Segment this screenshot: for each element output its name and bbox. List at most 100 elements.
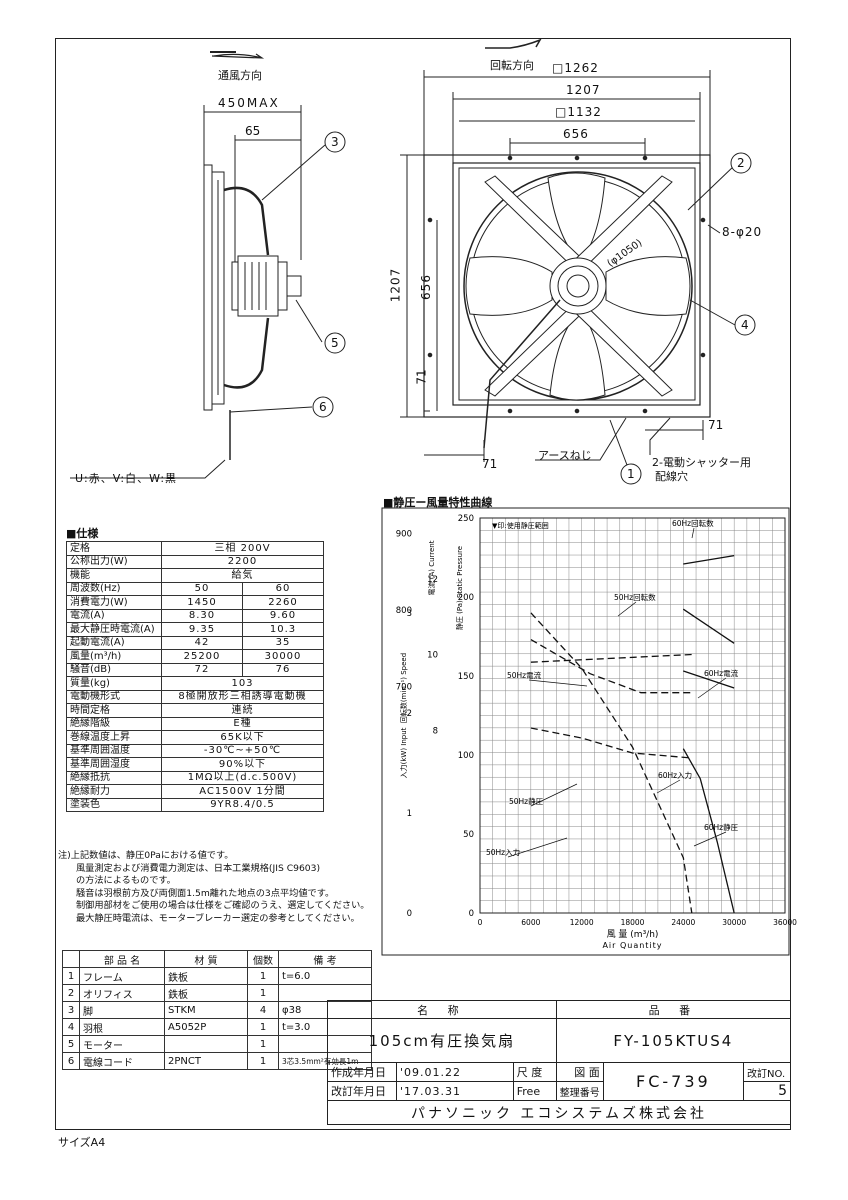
y-tick-label: 900 (396, 529, 412, 539)
spec-notes: 注)上記数値は、静圧0Paにおける値です。 風量測定および消費電力測定は、日本工… (58, 850, 369, 925)
dim-holes: 8-φ20 (722, 225, 763, 239)
parts-name: オリフィス (79, 984, 165, 1002)
drawing-label: 図 面 (555, 1062, 604, 1082)
callout-3: 3 (331, 135, 339, 149)
dim-71-left: 71 (414, 369, 429, 385)
y-tick-label: 2 (407, 709, 412, 719)
spec-value-50hz: 8.30 (161, 608, 243, 623)
company-name: パナソニック エコシステムズ株式会社 (327, 1100, 791, 1125)
dim-65: 65 (245, 124, 261, 138)
series-label: 60Hz回転数 (672, 518, 714, 528)
revised-label: 改訂年月日 (327, 1081, 397, 1101)
note-line: 制御用部材をご使用の場合は仕様をご確認のうえ、選定してください。 (76, 900, 370, 911)
spec-key: 騒音(dB) (66, 662, 162, 677)
dim-1262: □1262 (552, 61, 599, 75)
callout-1: 1 (627, 467, 635, 481)
spec-key: 最大静圧時電流(A) (66, 622, 162, 637)
series-leader (507, 837, 568, 858)
spec-value-60hz: 10.3 (242, 622, 324, 637)
series-line (530, 638, 692, 694)
x-tick-label: 6000 (521, 918, 540, 927)
title-block: 名 称 品 番 105cm有圧換気扇 FY-105KTUS4 作成年月日 '09… (327, 1000, 792, 1125)
dim-450max: 450MAX (218, 96, 280, 110)
spec-key: 電流(A) (66, 608, 162, 623)
dim-1132: □1132 (555, 105, 602, 119)
spec-value: 連続 (161, 703, 324, 718)
parts-no: 2 (62, 984, 80, 1002)
name-label: 名 称 (327, 1000, 557, 1019)
spec-value: E種 (161, 716, 324, 731)
parts-no: 1 (62, 967, 80, 985)
y-axis-label: 静圧 (Pa) Static Pressure (455, 546, 464, 630)
parts-header-no (62, 950, 80, 968)
y-axis-label: 回転数(min⁻¹) Speed (399, 653, 408, 723)
y-axis-label: 入力(kW) Input (399, 727, 408, 778)
series-leader (697, 677, 727, 699)
spec-key: 定格 (66, 541, 162, 556)
parts-name: 脚 (79, 1001, 165, 1019)
parts-note: t=6.0 (278, 967, 372, 985)
y-tick-label: 0 (469, 909, 474, 919)
x-tick-label: 24000 (671, 918, 695, 927)
callout-6: 6 (319, 400, 327, 414)
spec-value-50hz: 50 (161, 581, 243, 596)
parts-note (278, 984, 372, 1002)
series-leader (530, 783, 578, 807)
rev-number: 5 (743, 1081, 791, 1101)
spec-key: 公称出力(W) (66, 554, 162, 569)
spec-value: -30℃~+50℃ (161, 743, 324, 758)
parts-name: 羽根 (79, 1018, 165, 1036)
range-note: ▼印:使用静圧範囲 (492, 521, 549, 530)
spec-key: 風量(m³/h) (66, 649, 162, 664)
spec-heading: ■仕様 (66, 527, 99, 540)
callout-2: 2 (737, 156, 745, 170)
parts-header: 備 考 (278, 950, 372, 968)
spec-value-50hz: 25200 (161, 649, 243, 664)
parts-qty: 4 (247, 1001, 279, 1019)
parts-qty: 1 (247, 1035, 279, 1053)
chart-border (381, 507, 790, 956)
spec-value: 三相 200V (161, 541, 324, 556)
y-tick-label: 200 (458, 593, 474, 603)
callout-5: 5 (331, 336, 339, 350)
series-label: 60Hz入力 (658, 770, 692, 780)
parts-header: 材 質 (164, 950, 248, 968)
series-leader (617, 601, 637, 617)
code-label: 品 番 (555, 1000, 792, 1019)
scale-label: 尺 度 (512, 1062, 557, 1082)
series-line (530, 612, 693, 914)
spec-value-60hz: 9.60 (242, 608, 324, 623)
series-label: 50Hz電流 (507, 670, 542, 680)
rotation-label: 回転方向 (490, 59, 534, 72)
spec-key: 質量(kg) (66, 676, 162, 691)
y-tick-label: 10 (427, 651, 438, 661)
earth-screw-label: アースねじ (538, 449, 592, 462)
airflow-label: 通風方向 (218, 69, 262, 82)
product-name: 105cm有圧換気扇 (327, 1018, 557, 1063)
parts-header-row: 部 品 名材 質個数備 考 (62, 950, 372, 968)
spec-key: 巻線温度上昇 (66, 730, 162, 745)
y-tick-label: 700 (396, 683, 412, 693)
series-leader (656, 779, 681, 794)
dim-1207-vertical: 1207 (388, 267, 403, 303)
dim-71-right: 71 (708, 418, 724, 432)
spec-row: 公称出力(W)2200 (66, 554, 324, 569)
y-tick-label: 12 (427, 575, 438, 585)
parts-name: モーター (79, 1035, 165, 1053)
y-tick-label: 0 (407, 909, 412, 919)
spec-key: 絶縁階級 (66, 716, 162, 731)
spec-key: 電動機形式 (66, 689, 162, 704)
spec-value: 8極開放形三相誘導電動機 (161, 689, 324, 704)
